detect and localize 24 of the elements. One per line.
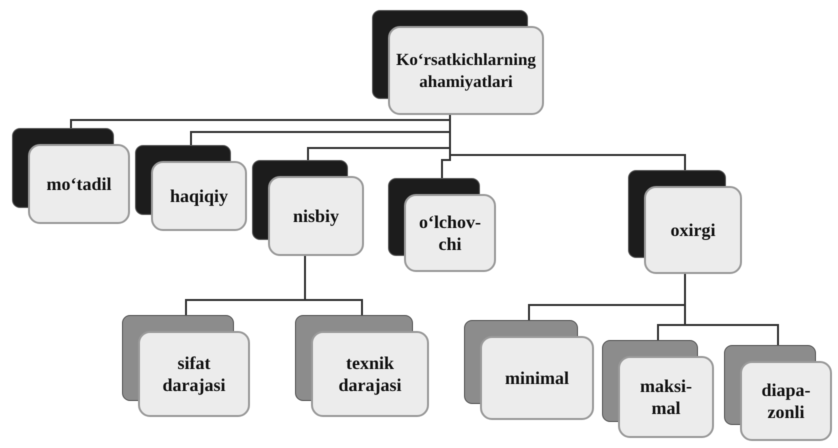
node-label: diapa-zonli	[760, 378, 812, 424]
stacked-card	[295, 315, 429, 417]
stacked-card	[464, 320, 594, 420]
stacked-card	[388, 178, 496, 272]
connector-line	[449, 115, 686, 170]
stacked-card	[12, 128, 130, 224]
stacked-card	[724, 345, 832, 441]
node-label: oxirgi	[670, 218, 716, 242]
node-label: texnik darajasi	[338, 352, 402, 396]
stacked-card	[122, 315, 250, 417]
node-label: mo‘tadil	[46, 172, 112, 196]
node-label: o‘lchov-chi	[418, 210, 482, 256]
node-label: sifat darajasi	[162, 352, 226, 396]
stacked-card	[372, 10, 544, 115]
node-label: maksi-mal	[638, 374, 693, 420]
node-label: minimal	[504, 366, 569, 390]
connector-line	[304, 256, 363, 315]
stacked-card	[252, 160, 364, 256]
stacked-card	[602, 340, 714, 438]
stacked-card	[628, 170, 742, 274]
node-label: nisbiy	[292, 204, 340, 228]
node-label: Ko‘rsatkichlarning ahamiyatlari	[396, 49, 536, 92]
node-label: haqiqiy	[170, 184, 228, 208]
stacked-card	[135, 145, 247, 231]
